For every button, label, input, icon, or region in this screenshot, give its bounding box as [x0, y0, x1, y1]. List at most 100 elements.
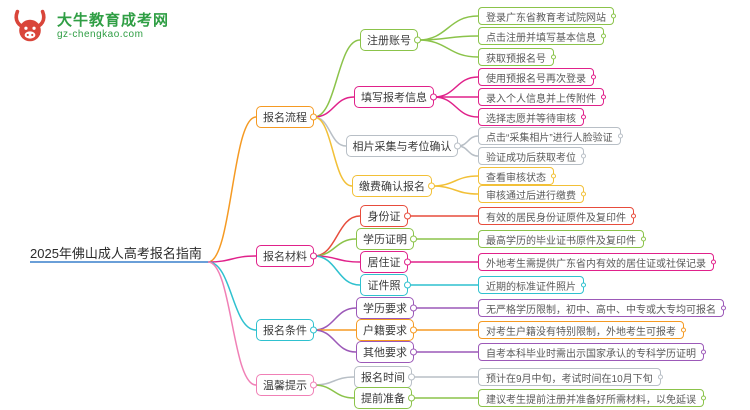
leaf-label: 录入个人信息并上传附件: [486, 93, 596, 105]
node-label: 相片采集与考位确认: [352, 141, 452, 153]
node-label: 缴费确认报名: [359, 181, 425, 193]
collapse-dot: [601, 33, 606, 39]
site-logo[interactable]: 大牛教育成考网 gz-chengkao.com: [10, 8, 169, 44]
collapse-dot[interactable]: [310, 252, 317, 260]
node-residence-permit[interactable]: 居住证: [360, 251, 411, 273]
collapse-dot[interactable]: [310, 381, 317, 389]
mindmap-leaf[interactable]: 使用预报名号再次登录: [478, 68, 596, 86]
node-id-photo[interactable]: 证件照: [360, 274, 411, 296]
node-label: 注册账号: [367, 35, 411, 47]
node-label: 身份证: [367, 211, 401, 223]
node-label: 报名流程: [263, 112, 307, 124]
node-label: 填写报考信息: [361, 92, 427, 104]
leaf-label: 自考本科毕业时需出示国家承认的专科学历证明: [486, 348, 696, 360]
mindmap-leaf[interactable]: 对考生户籍没有特别限制，外地考生可报考: [478, 321, 686, 339]
mindmap-leaf[interactable]: 查看审核状态: [478, 167, 556, 185]
collapse-dot: [601, 94, 606, 100]
leaf-label: 登录广东省教育考试院网站: [486, 12, 606, 24]
node-registration-time[interactable]: 报名时间: [354, 366, 415, 388]
node-registration-conditions[interactable]: 报名条件: [256, 319, 317, 341]
mindmap-leaf[interactable]: 近期的标准证件照片: [478, 276, 586, 294]
node-id-card[interactable]: 身份证: [360, 205, 411, 227]
root-node[interactable]: 2025年佛山成人高考报名指南: [30, 244, 208, 263]
collapse-dot[interactable]: [408, 394, 415, 402]
mindmap-leaf[interactable]: 点击“采集相片”进行人脸验证: [478, 127, 623, 145]
node-label: 学历要求: [363, 303, 407, 315]
mindmap-leaf[interactable]: 录入个人信息并上传附件: [478, 88, 606, 106]
mindmap-leaf[interactable]: 审核通过后进行缴费: [478, 185, 586, 203]
node-prepare-early[interactable]: 提前准备: [354, 387, 415, 409]
node-label: 温馨提示: [263, 380, 307, 392]
node-label: 其他要求: [363, 347, 407, 359]
node-payment-confirm[interactable]: 缴费确认报名: [352, 175, 435, 197]
leaf-label: 对考生户籍没有特别限制，外地考生可报考: [486, 326, 676, 338]
collapse-dot[interactable]: [410, 304, 417, 312]
node-household-requirement[interactable]: 户籍要求: [356, 319, 417, 341]
node-fill-info[interactable]: 填写报考信息: [354, 86, 437, 108]
site-url: gz-chengkao.com: [57, 29, 144, 41]
collapse-dot: [701, 395, 706, 401]
collapse-dot[interactable]: [404, 212, 411, 220]
collapse-dot: [581, 153, 586, 159]
mindmap-leaf[interactable]: 最高学历的毕业证书原件及复印件: [478, 230, 646, 248]
collapse-dot: [631, 213, 636, 219]
leaf-label: 审核通过后进行缴费: [486, 190, 576, 202]
collapse-dot: [701, 349, 706, 355]
mindmap-leaf[interactable]: 建议考生提前注册并准备好所需材料，以免延误: [478, 389, 706, 407]
collapse-dot[interactable]: [310, 326, 317, 334]
node-education-requirement[interactable]: 学历要求: [356, 297, 417, 319]
leaf-label: 外地考生需提供广东省内有效的居住证或社保记录: [486, 258, 706, 270]
bull-logo-icon: [14, 9, 46, 42]
leaf-label: 点击“采集相片”进行人脸验证: [486, 132, 613, 144]
mindmap-leaf[interactable]: 有效的居民身份证原件及复印件: [478, 207, 636, 225]
leaf-label: 预计在9月中旬，考试时间在10月下旬: [486, 373, 653, 385]
collapse-dot: [581, 282, 586, 288]
node-other-requirement[interactable]: 其他要求: [356, 341, 417, 363]
collapse-dot[interactable]: [428, 182, 435, 190]
mindmap-leaf[interactable]: 验证成功后获取考位: [478, 147, 586, 165]
node-label: 居住证: [367, 257, 401, 269]
collapse-dot[interactable]: [430, 93, 437, 101]
leaf-label: 验证成功后获取考位: [486, 152, 576, 164]
collapse-dot: [641, 236, 646, 242]
leaf-label: 使用预报名号再次登录: [486, 73, 586, 85]
collapse-dot[interactable]: [410, 348, 417, 356]
node-label: 报名条件: [263, 325, 307, 337]
leaf-label: 选择志愿并等待审核: [486, 113, 576, 125]
collapse-dot[interactable]: [410, 235, 417, 243]
collapse-dot: [591, 74, 596, 80]
mindmap-leaf[interactable]: 外地考生需提供广东省内有效的居住证或社保记录: [478, 253, 716, 271]
collapse-dot[interactable]: [454, 142, 461, 150]
mindmap-leaf[interactable]: 点击注册并填写基本信息: [478, 27, 606, 45]
node-education-proof[interactable]: 学历证明: [356, 228, 417, 250]
collapse-dot: [611, 13, 616, 19]
node-registration-process[interactable]: 报名流程: [256, 106, 317, 128]
node-photo-collection[interactable]: 相片采集与考位确认: [346, 135, 461, 157]
collapse-dot[interactable]: [414, 36, 421, 44]
mindmap-leaf[interactable]: 选择志愿并等待审核: [478, 108, 586, 126]
node-tips[interactable]: 温馨提示: [256, 374, 317, 396]
leaf-label: 点击注册并填写基本信息: [486, 32, 596, 44]
leaf-label: 最高学历的毕业证书原件及复印件: [486, 235, 636, 247]
collapse-dot[interactable]: [408, 373, 415, 381]
mindmap-leaf[interactable]: 获取预报名号: [478, 48, 556, 66]
collapse-dot: [551, 173, 556, 179]
node-register-account[interactable]: 注册账号: [360, 29, 421, 51]
collapse-dot[interactable]: [410, 326, 417, 334]
mindmap-leaf[interactable]: 无严格学历限制，初中、高中、中专或大专均可报名: [478, 299, 726, 317]
mindmap-leaf[interactable]: 登录广东省教育考试院网站: [478, 7, 616, 25]
collapse-dot[interactable]: [404, 258, 411, 266]
node-registration-materials[interactable]: 报名材料: [256, 245, 317, 267]
collapse-dot[interactable]: [404, 281, 411, 289]
collapse-dot[interactable]: [310, 113, 317, 121]
mindmap-leaf[interactable]: 预计在9月中旬，考试时间在10月下旬: [478, 368, 663, 386]
leaf-label: 无严格学历限制，初中、高中、中专或大专均可报名: [486, 304, 716, 316]
mindmap-leaf[interactable]: 自考本科毕业时需出示国家承认的专科学历证明: [478, 343, 706, 361]
node-label: 报名材料: [263, 251, 307, 263]
collapse-dot: [581, 114, 586, 120]
site-name: 大牛教育成考网: [57, 11, 170, 29]
node-label: 报名时间: [361, 372, 405, 384]
leaf-label: 近期的标准证件照片: [486, 281, 576, 293]
